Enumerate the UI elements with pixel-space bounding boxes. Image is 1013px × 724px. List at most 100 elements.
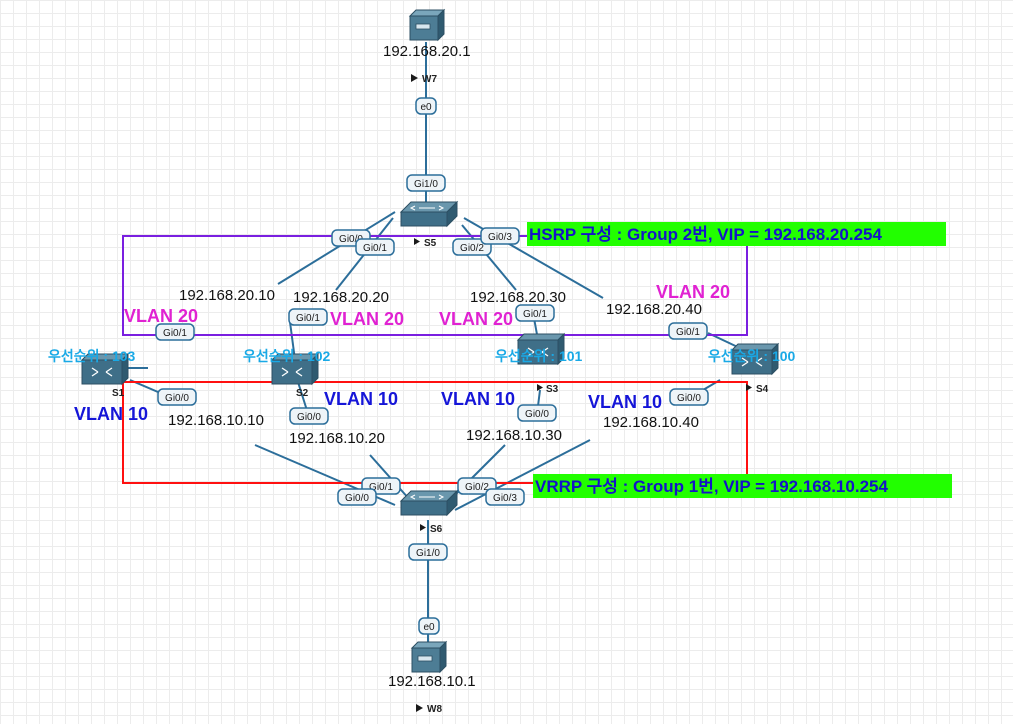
hsrp-banner-bg (527, 222, 946, 246)
vrrp-banner: VRRP 구성 : Group 1번, VIP = 192.168.10.254 (535, 477, 888, 496)
interface-badge-bg (457, 477, 497, 495)
s3-vlan20-ip: 192.168.20.30 (470, 289, 566, 306)
interface-badge-bg (406, 174, 446, 192)
vlan20-label-s1: VLAN 20 (124, 306, 198, 326)
vlan10-label-s1: VLAN 10 (74, 404, 148, 424)
interface-label: Gi0/0 (165, 393, 189, 404)
interface-badge-bg (669, 388, 709, 406)
interface-label: Gi0/1 (163, 328, 187, 339)
interface-badge-s5-gi10: Gi1/0 (406, 174, 446, 192)
s5-switch[interactable] (400, 201, 458, 227)
s1-name: S1 (112, 388, 125, 399)
interface-badge-s2-gi01: Gi0/1 (288, 308, 328, 326)
interface-label: Gi0/2 (465, 482, 489, 493)
play-icon (537, 384, 543, 391)
interface-label: Gi0/3 (488, 232, 512, 243)
s3-priority: 우선순위 : 101 (495, 348, 583, 364)
interface-badge-s6-gi03: Gi0/3 (485, 488, 525, 506)
s6-name: S6 (430, 524, 443, 535)
interface-label: Gi0/2 (460, 243, 484, 254)
pc-icon (411, 641, 447, 673)
interface-badge-bg (418, 617, 440, 635)
interface-badge-bg (480, 227, 520, 245)
s4-vlan10-ip: 192.168.10.40 (603, 414, 699, 431)
s1-priority: 우선순위 : 103 (48, 348, 136, 364)
interface-badge-w7-e0: e0 (415, 97, 437, 115)
interface-badge-s3-gi00: Gi0/0 (517, 404, 557, 422)
vlan10-label-s4: VLAN 10 (588, 392, 662, 412)
vlan20-label-s4: VLAN 20 (656, 282, 730, 302)
interface-label: Gi0/0 (297, 412, 321, 423)
interface-label: Gi0/1 (676, 327, 700, 338)
interface-badge-bg (289, 407, 329, 425)
interface-badge-bg (408, 543, 448, 561)
interface-badge-s4-gi00: Gi0/0 (669, 388, 709, 406)
interface-badge-s1-gi00: Gi0/0 (157, 388, 197, 406)
play-icon (420, 524, 426, 531)
switch-icon (400, 490, 458, 516)
interface-label: Gi0/3 (493, 493, 517, 504)
interface-badge-bg (452, 238, 492, 256)
interface-badge-s3-gi01: Gi0/1 (515, 304, 555, 322)
s5-s1-link (277, 211, 396, 285)
s4-name: S4 (756, 384, 769, 395)
interface-label: Gi0/0 (345, 493, 369, 504)
interface-badge-s6-gi00: Gi0/0 (337, 488, 377, 506)
s5-name: S5 (424, 238, 437, 249)
s4-priority: 우선순위 : 100 (708, 348, 796, 364)
s2-priority: 우선순위 : 102 (243, 348, 331, 364)
interface-badge-bg (157, 388, 197, 406)
vrrp-group-box (122, 381, 748, 484)
interface-badge-bg (515, 304, 555, 322)
s6-switch[interactable] (400, 490, 458, 516)
vlan10-label-s3: VLAN 10 (441, 389, 515, 409)
interface-badge-bg (415, 97, 437, 115)
interface-label: e0 (420, 102, 432, 113)
w8-name: W8 (427, 704, 442, 715)
interface-badge-s1-gi01: Gi0/1 (155, 323, 195, 341)
w7-name: W7 (422, 74, 437, 85)
interface-label: Gi0/0 (677, 393, 701, 404)
hsrp-group-box (122, 235, 748, 336)
s1-vlan20-ip: 192.168.20.10 (179, 287, 275, 304)
vlan20-label-s3: VLAN 20 (439, 309, 513, 329)
interface-label: e0 (423, 622, 435, 633)
interface-badge-s6-gi10: Gi1/0 (408, 543, 448, 561)
interface-badge-bg (668, 322, 708, 340)
interface-badge-bg (155, 323, 195, 341)
interface-badge-bg (517, 404, 557, 422)
s2-vlan20-ip: 192.168.20.20 (293, 289, 389, 306)
interface-badge-bg (485, 488, 525, 506)
interface-badge-w8-e0: e0 (418, 617, 440, 635)
vrrp-banner-bg (533, 474, 952, 498)
w7-ip-label: 192.168.20.1 (383, 43, 471, 60)
play-icon (414, 238, 420, 245)
s6-s4-link (454, 439, 591, 511)
s3-vlan10-ip: 192.168.10.30 (466, 427, 562, 444)
w7-pc[interactable] (409, 9, 445, 41)
pc-icon (409, 9, 445, 41)
interface-label: Gi0/1 (369, 482, 393, 493)
vlan20-label-s2: VLAN 20 (330, 309, 404, 329)
interface-label: Gi1/0 (414, 179, 438, 190)
play-icon (746, 384, 752, 391)
interface-badge-bg (337, 488, 377, 506)
interface-badge-s5-gi01: Gi0/1 (355, 238, 395, 256)
interface-badge-bg (288, 308, 328, 326)
s1-vlan10-ip: 192.168.10.10 (168, 412, 264, 429)
play-icon (416, 704, 423, 712)
interface-badge-s5-gi03: Gi0/3 (480, 227, 520, 245)
interface-badge-s6-gi02: Gi0/2 (457, 477, 497, 495)
vlan10-label-s2: VLAN 10 (324, 389, 398, 409)
s4-vlan20-ip: 192.168.20.40 (606, 301, 702, 318)
s3-name: S3 (546, 384, 559, 395)
interface-label: Gi0/1 (363, 243, 387, 254)
interface-badge-s2-gi00: Gi0/0 (289, 407, 329, 425)
play-icon (411, 74, 418, 82)
interface-badge-bg (355, 238, 395, 256)
hsrp-banner: HSRP 구성 : Group 2번, VIP = 192.168.20.254 (529, 225, 882, 244)
interface-label: Gi0/0 (525, 409, 549, 420)
w8-pc[interactable] (411, 641, 447, 673)
